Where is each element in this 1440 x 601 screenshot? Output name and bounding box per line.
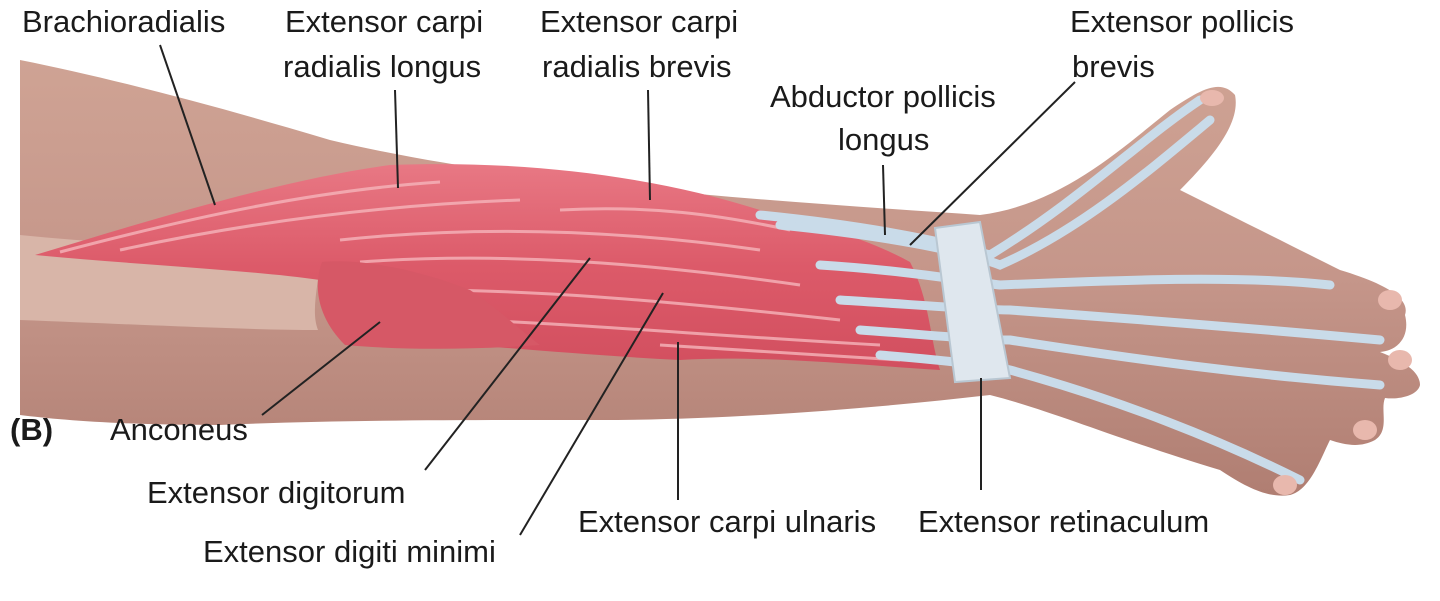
label-apl-line2: longus: [838, 122, 929, 157]
label-ecrb-line1: Extensor carpi: [540, 4, 738, 39]
label-anconeus: Anconeus: [110, 412, 248, 447]
leader-epb: [909, 81, 1076, 246]
label-extensor-digiti-minimi: Extensor digiti minimi: [203, 534, 496, 569]
leader-apl: [882, 164, 886, 236]
label-ecrb-line2: radialis brevis: [542, 49, 732, 84]
fingernails: [1200, 90, 1412, 495]
label-ecrl-line1: Extensor carpi: [285, 4, 483, 39]
leader-ecrl: [394, 89, 399, 189]
leader-lines: [159, 44, 1076, 536]
extensor-retinaculum-band: [933, 220, 1012, 384]
label-epb-line1: Extensor pollicis: [1070, 4, 1294, 39]
leader-ed: [424, 257, 591, 471]
leader-ecrb: [647, 89, 651, 201]
panel-label: (B): [10, 412, 53, 447]
labels: Brachioradialis Extensor carpi radialis …: [10, 4, 1294, 569]
label-extensor-digitorum: Extensor digitorum: [147, 475, 405, 510]
label-extensor-carpi-ulnaris: Extensor carpi ulnaris: [578, 504, 876, 539]
leader-brachioradialis: [159, 44, 216, 206]
label-ecrl-line2: radialis longus: [283, 49, 481, 84]
label-brachioradialis: Brachioradialis: [22, 4, 225, 39]
tendons: [755, 95, 1385, 485]
label-epb-line2: brevis: [1072, 49, 1155, 84]
leader-edm: [519, 292, 664, 536]
label-apl-line1: Abductor pollicis: [770, 79, 996, 114]
leader-anconeus: [261, 321, 381, 416]
label-extensor-retinaculum: Extensor retinaculum: [918, 504, 1209, 539]
